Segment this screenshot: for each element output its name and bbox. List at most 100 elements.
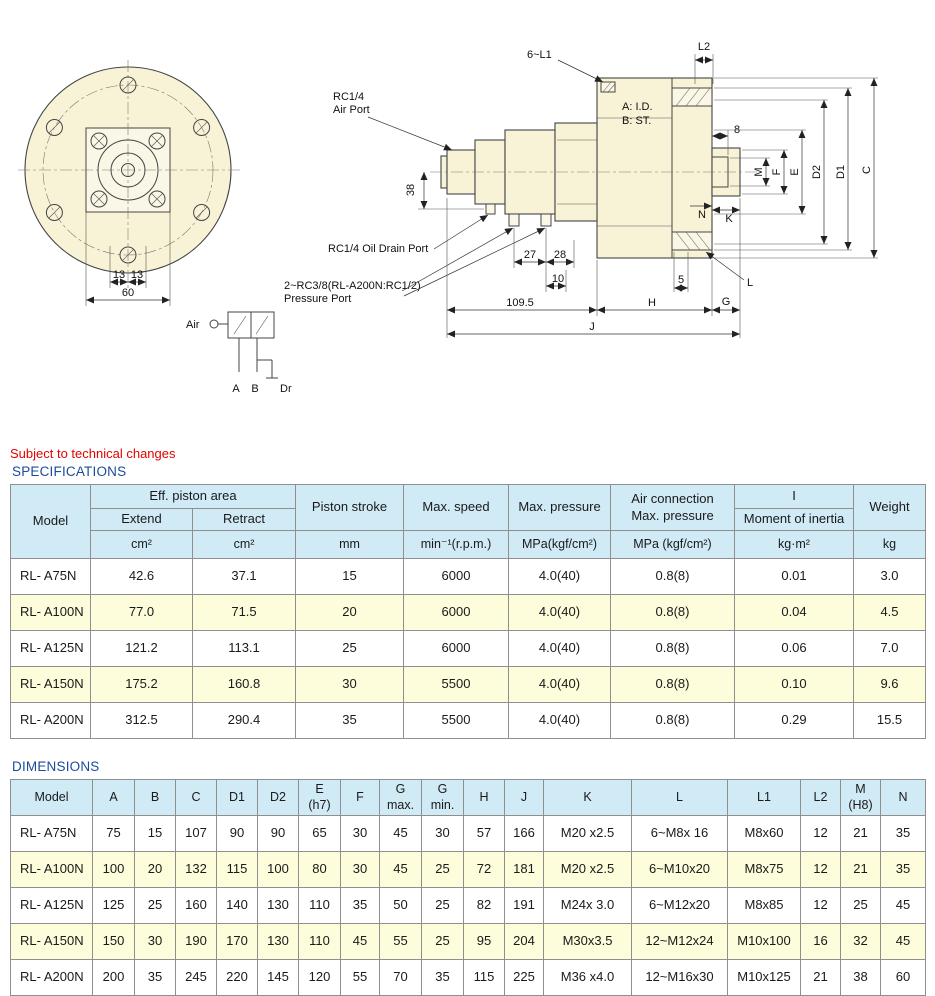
port-a-label: A [232, 383, 240, 395]
dim-cell: 145 [257, 959, 299, 996]
dim-label-l: L [747, 277, 753, 289]
dim-cell: 32 [840, 923, 881, 960]
st-label: B: ST. [622, 115, 651, 127]
spec-cell: 15 [295, 558, 404, 595]
dim-header-cell: H [463, 779, 505, 816]
dim-label-g: G [722, 296, 731, 308]
dim-cell: 12 [800, 815, 841, 852]
dim-label-f: F [771, 168, 783, 175]
spec-cell-model: RL- A150N [10, 666, 91, 703]
dim-cell: M8x75 [727, 851, 801, 888]
spec-unit-cell: MPa(kgf/cm²) [508, 530, 611, 559]
spec-cell: 6000 [403, 630, 509, 667]
dim-cell: 35 [421, 959, 464, 996]
spec-cell: 4.0(40) [508, 666, 611, 703]
dim-cell: 204 [504, 923, 544, 960]
dim-cell-model: RL- A150N [10, 923, 93, 960]
dim-header-cell: N [880, 779, 926, 816]
spec-cell: 0.8(8) [610, 594, 735, 631]
dim-cell: 80 [298, 851, 341, 888]
spec-header-area: Eff. piston area [90, 484, 296, 509]
spec-cell: 7.0 [853, 630, 926, 667]
front-view: 13 13 60 [18, 60, 240, 306]
side-view: A: I.D. B: ST. 6~L1 L2 RC1/4 Air Port 38… [284, 41, 878, 338]
dim-cell: 12~M16x30 [631, 959, 728, 996]
dim-cell: 95 [463, 923, 505, 960]
dim-cell: 110 [298, 923, 341, 960]
spec-cell: 4.0(40) [508, 630, 611, 667]
dim-cell: 38 [840, 959, 881, 996]
dim-label-l2: L2 [698, 41, 710, 53]
dim-cell: 45 [880, 923, 926, 960]
dim-cell: 55 [379, 923, 422, 960]
spec-cell: 312.5 [90, 702, 193, 739]
dim-header-cell: L [631, 779, 728, 816]
dim-cell: M36 x4.0 [543, 959, 632, 996]
dim-cell: 65 [298, 815, 341, 852]
dim-cell: 107 [175, 815, 217, 852]
dim-header-cell: D2 [257, 779, 299, 816]
spec-cell: 25 [295, 630, 404, 667]
dim-cell-model: RL- A75N [10, 815, 93, 852]
dim-cell: 16 [800, 923, 841, 960]
oil-drain-label: RC1/4 Oil Drain Port [328, 243, 428, 255]
spec-cell: 0.04 [734, 594, 854, 631]
id-label: A: I.D. [622, 101, 653, 113]
spec-cell: 5500 [403, 666, 509, 703]
dim-cell: 30 [421, 815, 464, 852]
spec-cell-model: RL- A100N [10, 594, 91, 631]
dim-cell: M8x85 [727, 887, 801, 924]
spec-cell: 6000 [403, 594, 509, 631]
spec-cell: 0.06 [734, 630, 854, 667]
dim-label-e: E [789, 168, 801, 175]
spec-cell: 121.2 [90, 630, 193, 667]
spec-unit-cell: MPa (kgf/cm²) [610, 530, 735, 559]
dim-label-28: 28 [554, 249, 566, 261]
air-port-label-2: Air Port [333, 104, 370, 116]
spec-cell-model: RL- A75N [10, 558, 91, 595]
dim-cell: 150 [92, 923, 135, 960]
dim-cell: 30 [340, 815, 380, 852]
dim-header-cell: A [92, 779, 135, 816]
dim-header-cell: L2 [800, 779, 841, 816]
dim-cell: M10x125 [727, 959, 801, 996]
dim-cell: 115 [216, 851, 258, 888]
dim-cell: 25 [421, 887, 464, 924]
dim-header-cell: C [175, 779, 217, 816]
dim-cell: 45 [340, 923, 380, 960]
dim-cell-model: RL- A100N [10, 851, 93, 888]
dim-cell: 35 [134, 959, 176, 996]
dim-cell: 75 [92, 815, 135, 852]
spec-cell: 35 [295, 702, 404, 739]
dim-label-h: H [648, 297, 656, 309]
dim-cell: 6~M12x20 [631, 887, 728, 924]
air-port-label-1: RC1/4 [333, 91, 364, 103]
dim-cell: 15 [134, 815, 176, 852]
dim-header-cell: B [134, 779, 176, 816]
pressure-port-label-2: Pressure Port [284, 293, 351, 305]
spec-header-air-line2: Max. pressure [631, 507, 714, 523]
dim-cell: 166 [504, 815, 544, 852]
dim-label-13-left: 13 [113, 269, 125, 281]
spec-header-retract: Retract [192, 508, 296, 531]
spec-cell: 290.4 [192, 702, 296, 739]
spec-cell-model: RL- A125N [10, 630, 91, 667]
dim-header-cell: F [340, 779, 380, 816]
dim-cell: 25 [421, 851, 464, 888]
dim-cell: 45 [379, 851, 422, 888]
spec-unit-cell: min⁻¹(r.p.m.) [403, 530, 509, 559]
dim-cell: 70 [379, 959, 422, 996]
dim-label-d1: D1 [835, 165, 847, 179]
dim-cell: 181 [504, 851, 544, 888]
dim-cell: 55 [340, 959, 380, 996]
port-b-label: B [251, 383, 258, 395]
dim-cell: 90 [216, 815, 258, 852]
dim-header-cell: J [504, 779, 544, 816]
dim-cell: 35 [880, 851, 926, 888]
pneumatic-schematic: Air A B Dr [186, 311, 292, 395]
dim-cell: M30x3.5 [543, 923, 632, 960]
dim-label-38: 38 [405, 184, 417, 196]
